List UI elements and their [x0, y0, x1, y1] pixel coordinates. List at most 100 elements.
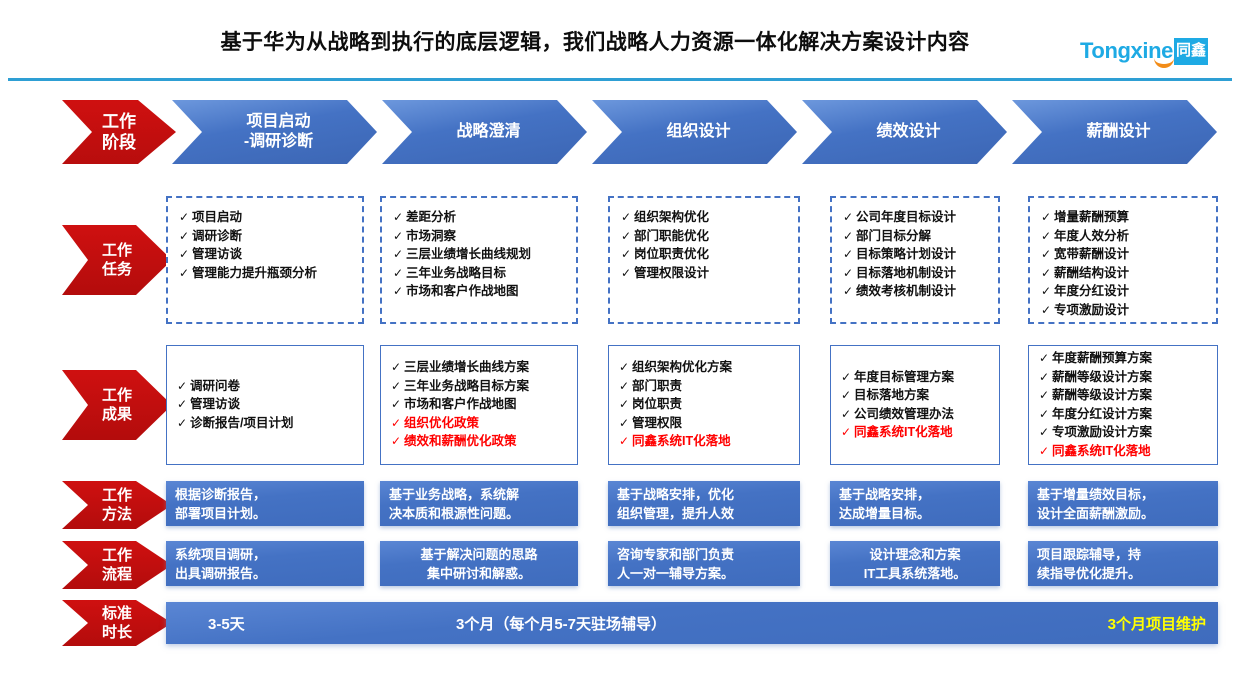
list-item-label: 专项激励设计方案 — [1052, 425, 1153, 439]
list-item-label: 绩效和薪酬优化政策 — [404, 434, 517, 449]
check-icon: ✓ — [393, 228, 404, 243]
stage-chevron-3[interactable]: 组织设计 — [592, 100, 797, 164]
list-item-label: 绩效考核机制设计 — [856, 284, 957, 298]
list-item-label: 管理访谈 — [192, 247, 243, 261]
blue-box-text: 咨询专家和部门负责人一对一辅导方案。 — [617, 545, 734, 583]
list-item: ✓岗位职责优化 — [621, 246, 789, 264]
list-item: ✓专项激励设计 — [1041, 302, 1207, 320]
list-item: ✓管理访谈 — [177, 396, 355, 414]
check-icon: ✓ — [391, 378, 402, 393]
row-label-deliverables-line1: 工作 — [101, 387, 132, 404]
stage-2-line1: 战略澄清 — [456, 123, 521, 140]
check-icon: ✓ — [177, 397, 188, 412]
blue-box-line-2: 决本质和根源性问题。 — [389, 505, 520, 521]
check-icon: ✓ — [621, 265, 632, 280]
list-item-label: 岗位职责优化 — [634, 247, 710, 261]
slide-header: 基于华为从战略到执行的底层逻辑，我们战略人力资源一体化解决方案设计内容 Tong… — [0, 0, 1240, 86]
list-item: ✓目标策略计划设计 — [843, 246, 989, 264]
row-label-tasks-line1: 工作 — [101, 242, 132, 259]
list-item-label: 薪酬结构设计 — [1054, 265, 1130, 280]
list-item: ✓组织优化政策 — [391, 415, 569, 433]
blue-box-text: 基于战略安排，达成增量目标。 — [839, 485, 930, 523]
list-item-label: 项目启动 — [192, 210, 243, 224]
check-icon: ✓ — [391, 434, 402, 449]
list-item-label: 市场和客户作战地图 — [404, 397, 517, 412]
process-box-1: 系统项目调研，出具调研报告。 — [166, 541, 364, 586]
stage-chevron-1[interactable]: 项目启动 -调研诊断 — [172, 100, 377, 164]
row-label-methods-line1: 工作 — [101, 487, 132, 504]
check-icon: ✓ — [1041, 228, 1052, 243]
list-item: ✓管理权限设计 — [621, 265, 789, 283]
list-item-label: 岗位职责 — [632, 397, 683, 412]
task-box-4: ✓公司年度目标设计✓部门目标分解✓目标策略计划设计✓目标落地机制设计✓绩效考核机… — [830, 196, 1000, 324]
stage-row-label: 工作 阶段 — [62, 100, 176, 164]
check-icon: ✓ — [619, 434, 630, 449]
list-item: ✓年度分红设计 — [1041, 283, 1207, 301]
blue-box-line-1: 基于战略安排， — [839, 486, 931, 502]
list-item: ✓同鑫系统IT化落地 — [841, 424, 991, 442]
method-box-3: 基于战略安排，优化组织管理，提升人效 — [608, 481, 800, 526]
blue-box-text: 基于解决问题的思路集中研讨和解惑。 — [420, 545, 537, 583]
list-item-label: 年度目标管理方案 — [854, 369, 955, 384]
stage-chevron-2[interactable]: 战略澄清 — [382, 100, 587, 164]
list-item-label: 同鑫系统IT化落地 — [854, 425, 953, 439]
method-box-5: 基于增量绩效目标，设计全面薪酬激励。 — [1028, 481, 1218, 526]
check-icon: ✓ — [391, 397, 402, 412]
stage-row-label-line2: 阶段 — [102, 133, 136, 152]
stage-4-line1: 绩效设计 — [876, 123, 941, 140]
task-box-2: ✓差距分析✓市场洞察✓三层业绩增长曲线规划✓三年业务战略目标✓市场和客户作战地图 — [380, 196, 578, 324]
stage-chevron-5[interactable]: 薪酬设计 — [1012, 100, 1217, 164]
deliverable-box-4: ✓年度目标管理方案✓目标落地方案✓公司绩效管理办法✓同鑫系统IT化落地 — [830, 345, 1000, 465]
list-item: ✓公司年度目标设计 — [843, 209, 989, 227]
list-item: ✓年度人效分析 — [1041, 228, 1207, 246]
method-box-4: 基于战略安排，达成增量目标。 — [830, 481, 1000, 526]
list-item-label: 宽带薪酬设计 — [1054, 247, 1130, 261]
list-item-label: 管理能力提升瓶颈分析 — [192, 265, 318, 280]
list-item: ✓管理权限 — [619, 415, 791, 433]
list-item: ✓三年业务战略目标 — [393, 265, 567, 283]
blue-box-text: 系统项目调研，出具调研报告。 — [175, 545, 266, 583]
list-item: ✓组织架构优化 — [621, 209, 789, 227]
check-icon: ✓ — [621, 247, 632, 261]
list-item-label: 诊断报告/项目计划 — [190, 415, 294, 430]
list-item: ✓三年业务战略目标方案 — [391, 378, 569, 396]
row-label-methods: 工作 方法 — [62, 481, 172, 529]
check-icon: ✓ — [1041, 284, 1052, 298]
list-item-label: 部门职能优化 — [634, 228, 710, 243]
process-box-2: 基于解决问题的思路集中研讨和解惑。 — [380, 541, 578, 586]
list-item-label: 组织优化政策 — [404, 415, 480, 430]
list-item-label: 管理权限设计 — [634, 265, 710, 280]
list-item-label: 组织架构优化 — [634, 210, 710, 224]
row-label-duration-line1: 标准 — [101, 605, 132, 622]
list-item-label: 差距分析 — [406, 210, 457, 224]
stage-1-line2: -调研诊断 — [243, 133, 314, 150]
list-item-label: 同鑫系统IT化落地 — [632, 434, 731, 449]
task-box-3: ✓组织架构优化✓部门职能优化✓岗位职责优化✓管理权限设计 — [608, 196, 800, 324]
blue-box-line-1: 基于业务战略，系统解 — [389, 486, 520, 502]
stage-1-line1: 项目启动 — [246, 113, 311, 130]
list-item: ✓增量薪酬预算 — [1041, 209, 1207, 227]
stage-chevron-row: 工作 阶段 项目启动 -调研诊断 战略澄清 组织设计 绩效设计 薪酬设计 — [0, 100, 1240, 170]
list-item-label: 年度人效分析 — [1054, 228, 1130, 243]
stage-chevron-4[interactable]: 绩效设计 — [802, 100, 1007, 164]
list-item: ✓管理能力提升瓶颈分析 — [179, 265, 353, 283]
check-icon: ✓ — [1039, 351, 1050, 365]
blue-box-line-2: 部署项目计划。 — [175, 505, 267, 521]
list-item: ✓组织架构优化方案 — [619, 359, 791, 377]
list-item: ✓薪酬等级设计方案 — [1039, 369, 1209, 387]
check-icon: ✓ — [841, 425, 852, 439]
list-item-label: 三年业务战略目标 — [406, 265, 507, 280]
check-icon: ✓ — [843, 228, 854, 243]
row-label-process-line1: 工作 — [101, 547, 132, 564]
blue-box-line-1: 系统项目调研， — [175, 546, 267, 562]
check-icon: ✓ — [1039, 425, 1050, 439]
blue-box-text: 项目跟踪辅导，持续指导优化提升。 — [1037, 545, 1141, 583]
check-icon: ✓ — [621, 210, 632, 224]
blue-box-text: 根据诊断报告，部署项目计划。 — [175, 485, 266, 523]
blue-box-line-1: 项目跟踪辅导，持 — [1037, 546, 1142, 562]
check-icon: ✓ — [393, 265, 404, 280]
check-icon: ✓ — [619, 378, 630, 393]
list-item-label: 三层业绩增长曲线方案 — [404, 360, 530, 375]
